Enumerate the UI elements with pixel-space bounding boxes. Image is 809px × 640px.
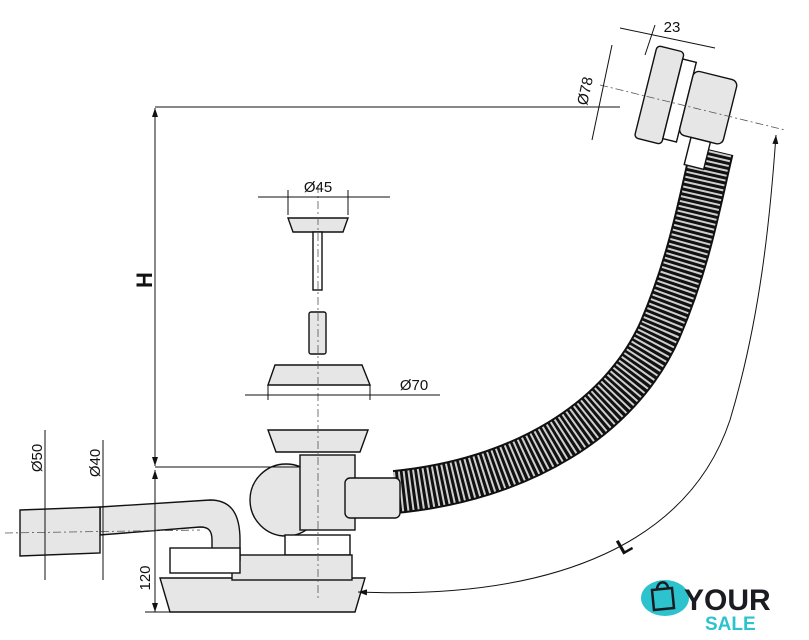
overflow-dimensions: 23 Ø78 bbox=[574, 19, 716, 141]
outlet-inner-label: Ø40 bbox=[87, 449, 104, 477]
length-label: L bbox=[612, 531, 636, 559]
height-label: H bbox=[132, 272, 157, 288]
plug-assembly bbox=[267, 217, 372, 386]
outlet-pipe bbox=[19, 499, 241, 574]
plug-diameter-label: Ø45 bbox=[304, 179, 332, 196]
yoursale-logo: YOUR SALE bbox=[641, 580, 771, 635]
outlet-diameter-dimensions: Ø50 Ø40 bbox=[29, 430, 104, 580]
trap-height-dimension: 120 bbox=[137, 470, 170, 613]
outlet-outer-label: Ø50 bbox=[29, 444, 46, 472]
logo-text-your: YOUR bbox=[684, 584, 771, 617]
plug-diameter-dimension: Ø45 bbox=[258, 179, 390, 215]
overflow-diameter-label: Ø78 bbox=[574, 75, 597, 106]
flexible-hose bbox=[392, 144, 734, 514]
strainer-diameter-label: Ø70 bbox=[400, 377, 428, 394]
overflow-head bbox=[634, 45, 738, 171]
trap-height-label: 120 bbox=[137, 565, 154, 590]
height-dimension: H bbox=[132, 106, 620, 468]
logo-text-sale: SALE bbox=[705, 614, 756, 635]
overflow-depth-label: 23 bbox=[664, 19, 681, 36]
